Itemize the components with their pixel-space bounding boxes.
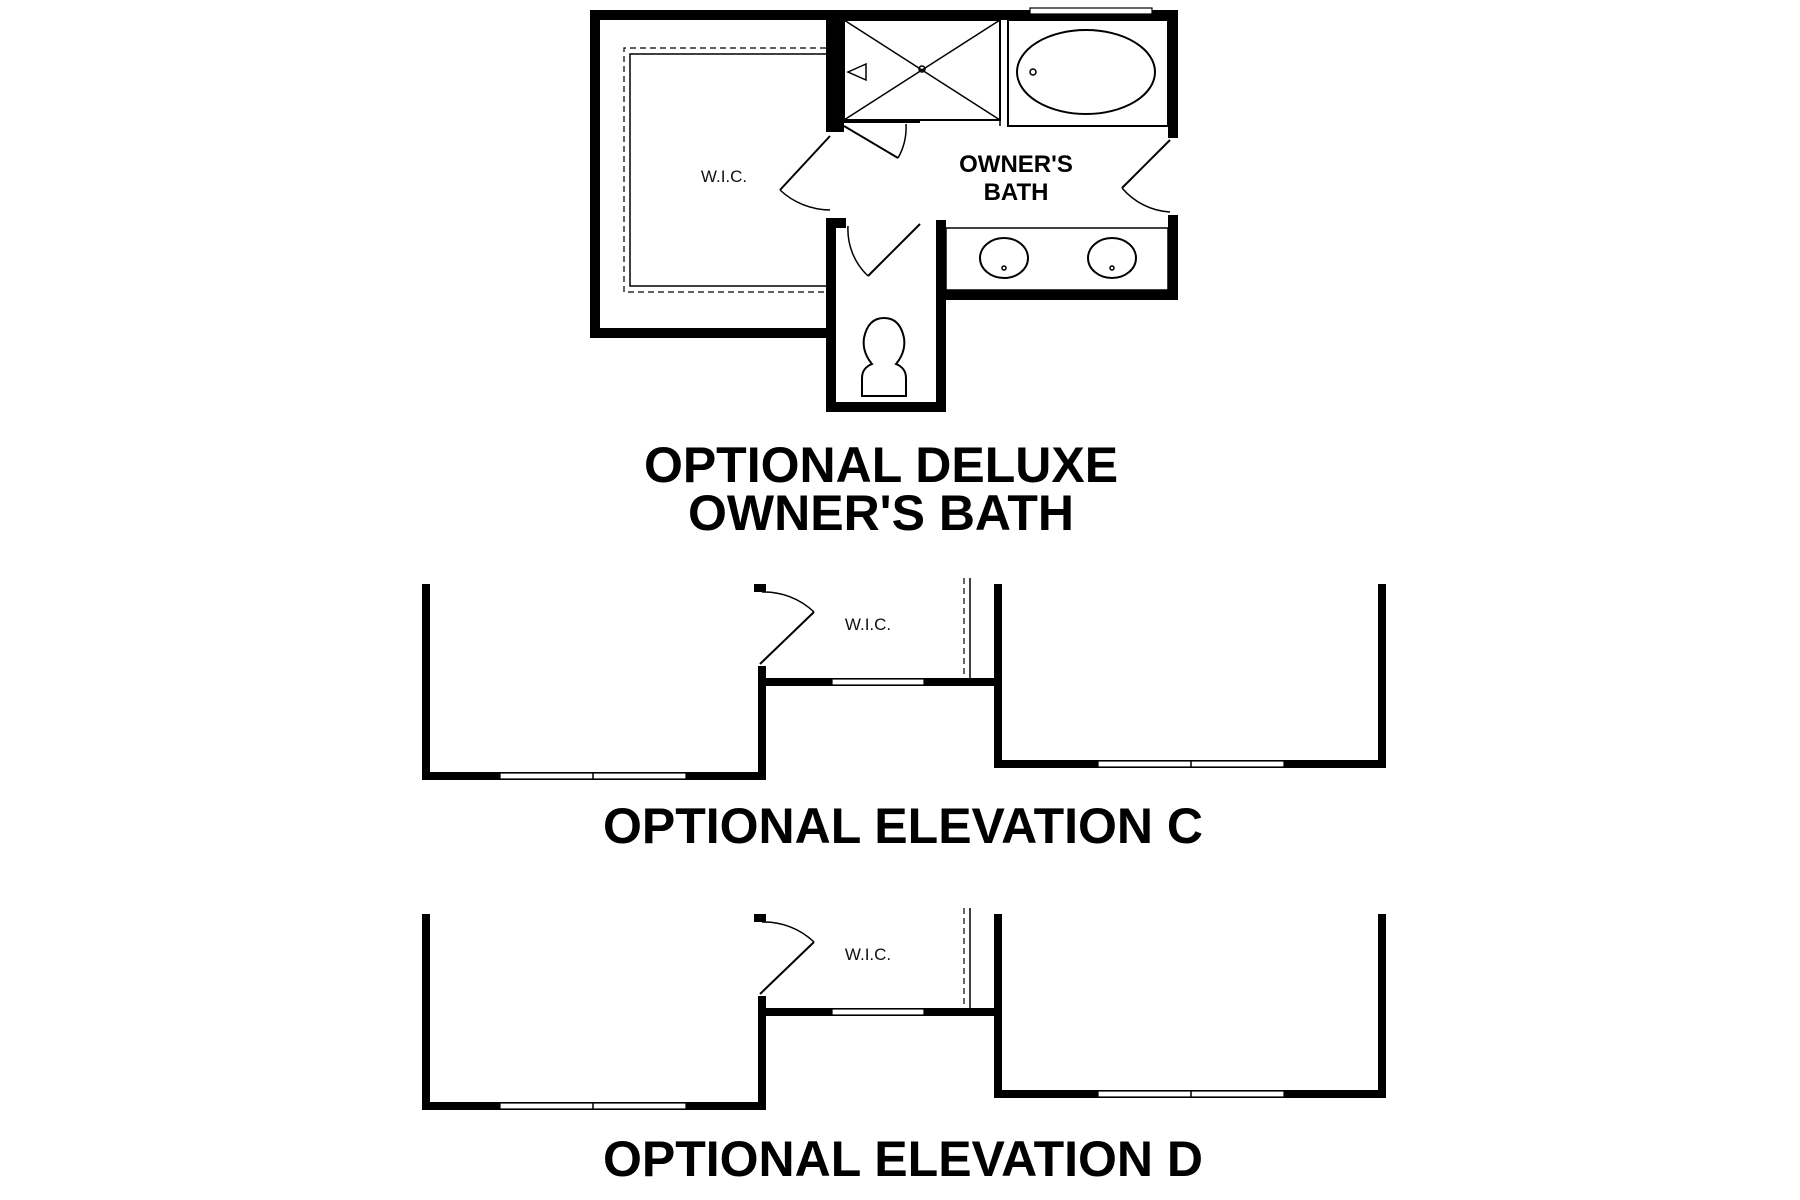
deluxe-owners-bath-plan: W.I.C. OWNER'S BATH OPTIONAL DELUXE OWNE… [590,7,1178,541]
wc-top-wall-stub [826,218,846,228]
right-wall [1378,584,1386,768]
step-wall-right [994,914,1002,1098]
owners-bath-label: BATH [984,179,1049,206]
bathtub [1016,29,1156,115]
shower-drain [918,65,926,73]
shower-head-icon [846,62,867,82]
shower-drain-diagonal [843,19,1001,121]
right-wall-upper [1168,10,1178,138]
window [831,678,925,686]
top-wall [590,10,1178,20]
sink-drain [1001,265,1007,271]
left-wall [422,584,430,780]
right-wall [1378,914,1386,1098]
deluxe-bath-caption: OPTIONAL DELUXE [644,437,1118,493]
vanity-counter [945,227,1169,291]
wic-label: W.I.C. [701,167,747,186]
vanity-sink-left [979,237,1029,279]
wc-door-swing [847,225,869,277]
tub-deck [1007,19,1169,127]
wic-left-wall [590,10,600,338]
left-wall [422,914,430,1110]
deluxe-bath-caption: OWNER'S BATH [688,485,1074,541]
wic-shelving [623,47,826,293]
window [1029,7,1153,15]
toilet [861,316,907,397]
vanity-sink-right [1087,237,1137,279]
door-jamb [754,584,766,592]
tub-drain [1029,68,1037,76]
wic-door [759,941,815,995]
elevation-d-caption: OPTIONAL ELEVATION D [603,1131,1203,1187]
shower-door-swing [897,123,907,159]
wic-door-swing [761,591,815,613]
wic-door [779,135,831,191]
wic-shelving-inner [629,53,826,287]
wic-door [759,611,815,665]
elevation-c-plan: W.I.C. OPTIONAL ELEVATION C [422,578,1386,854]
entry-door-swing [1121,187,1171,213]
window [831,1008,925,1016]
right-wall-lower [1168,215,1178,300]
step-wall-right [994,584,1002,768]
step-wall [758,996,766,1110]
shower-door [843,125,899,159]
entry-door [1121,139,1171,189]
wic-right-wall-upper [826,10,844,132]
wc-bottom-wall [826,402,946,412]
wc-left-wall [826,218,836,410]
wc-door [867,223,921,277]
owners-bath-label: OWNER'S [959,151,1073,178]
wic-bottom-wall [590,328,830,338]
sink-drain [1109,265,1115,271]
wic-door-swing [761,921,815,943]
wic-door-swing [779,189,831,211]
vanity-bottom-wall [936,290,1178,300]
step-wall [758,666,766,780]
door-jamb [754,914,766,922]
wc-right-wall [936,220,946,410]
wic-label: W.I.C. [845,945,891,964]
wic-label: W.I.C. [845,615,891,634]
elevation-d-plan: W.I.C. OPTIONAL ELEVATION D [422,908,1386,1187]
elevation-c-caption: OPTIONAL ELEVATION C [603,798,1203,854]
